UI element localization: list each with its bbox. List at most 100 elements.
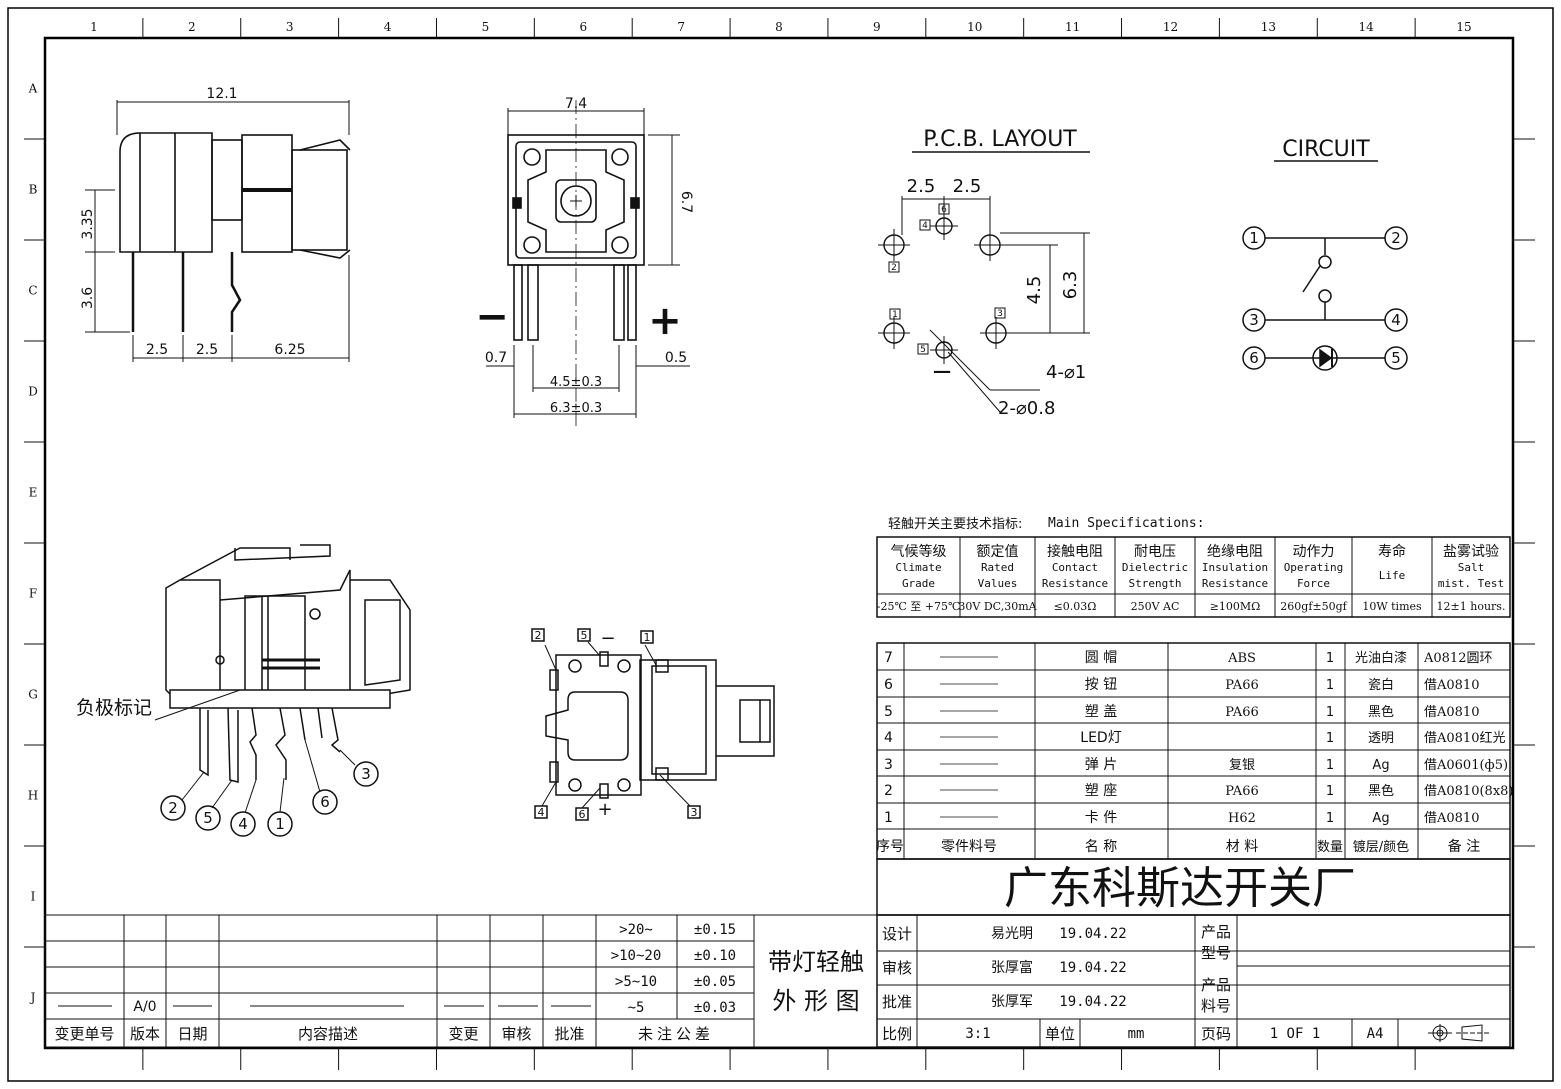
row-label: A (28, 82, 38, 96)
bom-no: 3 (884, 757, 893, 773)
bom-qty: 1 (1326, 731, 1334, 746)
negative-mark-label: 负极标记 (76, 697, 152, 719)
bom-finish: Ag (1372, 811, 1389, 826)
pcb-pin-3-label: 3 (997, 309, 1003, 319)
page-label: 页码 (1201, 1025, 1231, 1043)
spec-header-cn: 动作力 (1293, 544, 1335, 560)
bom-qty: 1 (1326, 651, 1334, 666)
pcb-pin-6-label: 6 (941, 205, 947, 215)
scale-value: 3:1 (965, 1026, 990, 1042)
tolerance-value: ±0.03 (694, 1000, 736, 1016)
column-label: 8 (775, 20, 783, 34)
tolerance-value: ±0.05 (694, 974, 736, 990)
bom-header-remark: 备 注 (1448, 838, 1480, 855)
pcb-dim-a: 2.5 (907, 176, 936, 197)
bom-no: 5 (884, 704, 893, 720)
check-date: 19.04.22 (1059, 960, 1126, 976)
bom-header-no: 序号 (876, 839, 904, 855)
bom-finish: 黑色 (1368, 704, 1394, 720)
row-label: I (31, 890, 36, 904)
page-value: 1 OF 1 (1270, 1026, 1321, 1042)
spec-header-cn: 绝缘电阻 (1207, 544, 1263, 560)
side-dim-c: 6.25 (274, 342, 305, 358)
tolerance-value: ±0.15 (694, 922, 736, 938)
bom-name: 塑 座 (1085, 783, 1117, 799)
unit-value: mm (1128, 1026, 1145, 1042)
approve-date: 19.04.22 (1059, 994, 1126, 1010)
pcb-dim-b: 2.5 (953, 176, 982, 197)
spec-header-en: mist. Test (1438, 577, 1504, 590)
side-dim-total: 12.1 (206, 86, 237, 102)
bom-remark: 借A0810 (1424, 811, 1479, 826)
front-dim-inner: 4.5±0.3 (550, 375, 602, 390)
tolerance-range: >20~ (619, 922, 653, 938)
tolerance-range: >10~20 (611, 948, 662, 964)
bom-header-finish: 镀层/颜色 (1353, 839, 1409, 855)
pcb-layout: P.C.B. LAYOUT 1 2 3 4 5 6 2 (878, 127, 1090, 419)
top-plus-sign: + (597, 799, 612, 820)
bom-no: 4 (884, 730, 893, 746)
bom-remark: 借A0810(8x8) (1424, 784, 1514, 799)
circuit-diagram: CIRCUIT 1 2 3 4 6 5 (1242, 137, 1408, 371)
revision-header: 日期 (177, 1025, 207, 1043)
top-pin-6: 6 (579, 808, 586, 821)
spec-header-cn: 接触电阻 (1047, 543, 1103, 560)
circuit-node-5: 5 (1391, 349, 1401, 367)
projection-symbol (1428, 1024, 1490, 1042)
spec-header-en: Climate (895, 561, 941, 574)
pcb-pin-5-label: 5 (920, 345, 926, 355)
side-dim-pin-length: 3.6 (80, 287, 96, 309)
top-pin-5: 5 (581, 629, 588, 642)
revision-header: 变更 (448, 1025, 478, 1043)
check-label: 审核 (882, 959, 912, 977)
company-name: 广东科斯达开关厂 (1004, 863, 1356, 914)
spec-value: -25℃ 至 +75℃ (877, 600, 961, 613)
spec-header-cn: 盐雾试验 (1443, 544, 1499, 560)
spec-value: 250V AC (1131, 600, 1180, 613)
drawing-title-line-2: 外 形 图 (772, 987, 859, 1015)
row-label: B (29, 183, 38, 197)
spec-header-en: Insulation (1202, 561, 1268, 574)
bom-material: 复银 (1229, 758, 1255, 773)
circuit-node-3: 3 (1249, 311, 1259, 329)
bom-remark: A0812圆环 (1423, 651, 1492, 666)
iso-callout-6: 6 (320, 793, 330, 811)
column-label: 2 (188, 20, 196, 34)
front-dim-pin-left: 0.7 (485, 350, 507, 366)
revision-header: 审核 (501, 1025, 531, 1043)
front-dim-width: 7.4 (565, 96, 587, 112)
front-view: 7.4 6.7 0.7 0.5 4.5±0.3 6.3±0.3 − + (475, 96, 694, 430)
pcb-layout-title: P.C.B. LAYOUT (923, 127, 1077, 152)
bom-name: 卡 件 (1085, 810, 1117, 826)
revision-header: 批准 (554, 1025, 584, 1043)
outer-frame (7, 7, 1554, 1082)
circuit-node-6: 6 (1249, 349, 1259, 367)
column-label: 7 (677, 20, 685, 34)
bom-header-part-no: 零件料号 (941, 839, 997, 855)
column-label: 1 (90, 20, 98, 34)
revision-header: 变更单号 (54, 1025, 114, 1043)
spec-header-cn: 寿命 (1378, 543, 1406, 560)
tolerance-range: ~5 (628, 1000, 645, 1016)
front-minus-sign: − (475, 294, 509, 340)
spec-header-en: Values (978, 577, 1018, 590)
bom-header-name: 名 称 (1085, 839, 1117, 855)
bom-finish: Ag (1372, 758, 1389, 773)
bom-qty: 1 (1326, 811, 1334, 826)
specifications: 轻触开关主要技术指标: Main Specifications: 气候等级Cli… (876, 516, 1511, 618)
pcb-dim-v1: 4.5 (1024, 276, 1045, 305)
revision-header: 内容描述 (298, 1025, 358, 1043)
model-label-line-1: 产品 (1201, 923, 1231, 941)
column-label: 13 (1261, 20, 1276, 34)
spec-header-cn: 额定值 (977, 544, 1019, 560)
model-label-line-2: 型号 (1201, 944, 1231, 962)
bom-remark: 借A0810 (1424, 705, 1479, 720)
bom-finish: 瓷白 (1368, 677, 1394, 693)
pcb-pin-1-label: 1 (892, 310, 898, 320)
design-label: 设计 (882, 925, 912, 943)
check-name: 张厚富 (991, 959, 1033, 976)
side-view: 12.1 3.35 3.6 2.5 2.5 6.25 (80, 86, 351, 362)
column-label: 12 (1163, 20, 1178, 34)
spec-header-en: Contact (1052, 561, 1098, 574)
